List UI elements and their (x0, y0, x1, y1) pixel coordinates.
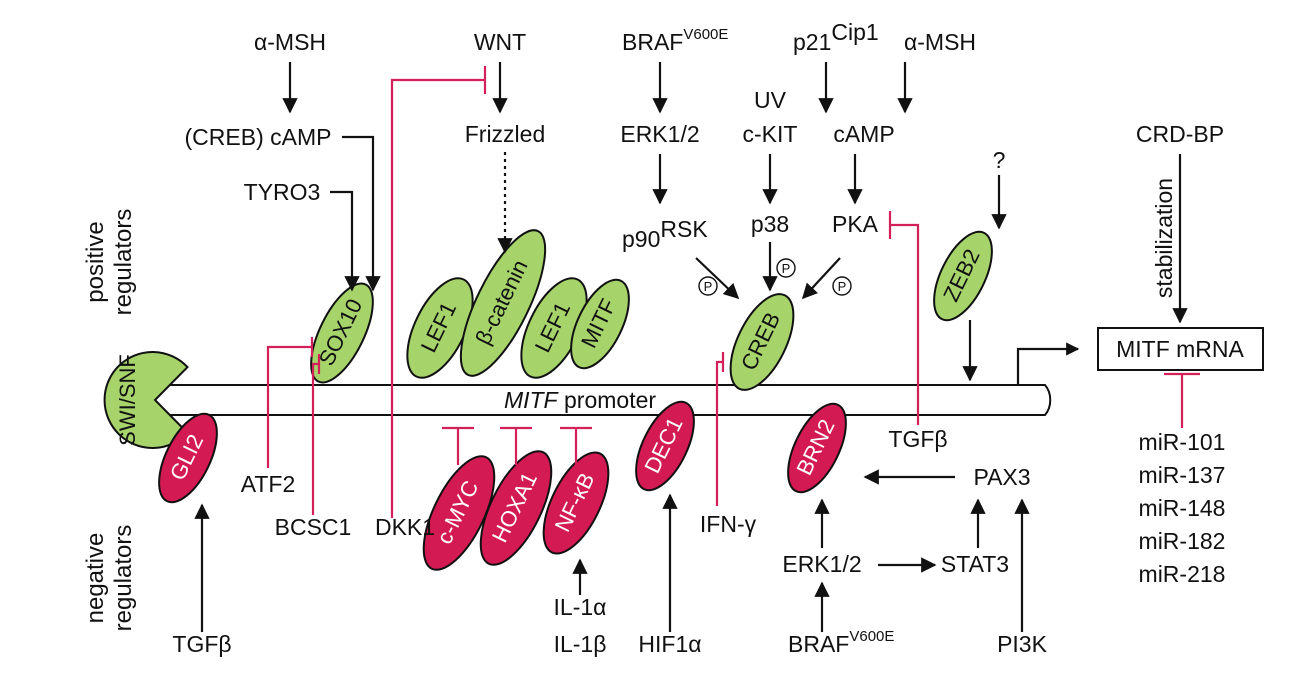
inhibit-nfkb-promoter (560, 426, 592, 465)
swi-snf-complex: SWI/SNF (103, 351, 189, 449)
negative-regulators-label-2: regulators (110, 525, 137, 632)
erk12-bottom-label: ERK1/2 (782, 551, 861, 577)
svg-text:P: P (782, 261, 791, 276)
inhibit-bcsc1-sox10 (311, 354, 321, 515)
erk12-top-label: ERK1/2 (620, 121, 699, 147)
tyro3-label: TYRO3 (244, 179, 321, 205)
p90rsk-label: p90RSK (622, 216, 708, 252)
il-1b-label: IL-1β (554, 631, 607, 657)
alpha-msh-right-label: α-MSH (904, 29, 976, 55)
lef1-ellipse-b: LEF1 (520, 277, 588, 379)
inhibit-atf2-sox10 (266, 337, 314, 468)
positive-regulators-label-2: regulators (110, 209, 137, 316)
inhibit-cmyc-promoter (442, 426, 474, 465)
positive-regulators-label: positive (82, 221, 109, 302)
mitf-mrna-box (1097, 327, 1264, 371)
nf-kb-ellipse: NF-κB (542, 451, 610, 555)
braf-v600e-top-label: BRAFV600E (622, 26, 728, 55)
stabilization-label: stabilization (1151, 178, 1177, 298)
svg-text:P: P (838, 279, 847, 294)
c-myc-ellipse: c-MYC (422, 455, 496, 571)
crd-bp-label: CRD-BP (1136, 121, 1224, 147)
creb-ellipse: CREB (729, 293, 795, 391)
inhibit-dkk1-wnt (390, 66, 487, 518)
mirna-list: miR-101 miR-137 miR-148 miR-182 miR-218 (1139, 429, 1226, 587)
inhibit-tgfb-pka (888, 211, 920, 425)
arrow-p90rsk-creb (695, 257, 740, 300)
braf-v600e-bottom-label: BRAFV600E (788, 628, 894, 657)
activation-arrows (194, 62, 1188, 632)
mirna-item: miR-101 (1139, 429, 1226, 455)
alpha-msh-left-label: α-MSH (254, 29, 326, 55)
mitf-ellipse: MITF (570, 278, 630, 370)
bcsc1-label: BCSC1 (275, 514, 352, 540)
inhibit-ifng-creb (715, 352, 725, 506)
swi-snf-label: SWI/SNF (115, 354, 140, 446)
svg-text:P: P (704, 279, 713, 294)
c-kit-label: c-KIT (743, 121, 798, 147)
inhibit-mirna-mrna (1164, 372, 1200, 428)
arrow-pka-creb (801, 257, 841, 300)
mirna-item: miR-182 (1139, 528, 1226, 554)
stat3-label: STAT3 (941, 551, 1009, 577)
arrow-tyro3-sox10 (330, 190, 360, 292)
tgfb-left-label: TGFβ (172, 631, 231, 657)
p38-label: p38 (751, 211, 789, 237)
tgfb-right-label: TGFβ (888, 426, 947, 452)
mirna-item: miR-148 (1139, 495, 1226, 521)
pax3-label: PAX3 (973, 464, 1030, 490)
phospho-pka: P (832, 276, 852, 296)
mitf-mrna-label: MITF mRNA (1116, 336, 1244, 362)
transcription-start-arrow (1016, 342, 1080, 385)
pka-label: PKA (832, 211, 879, 237)
gli2-ellipse: GLI2 (158, 412, 218, 504)
pi3k-label: PI3K (997, 631, 1048, 657)
mitf-promoter-bar: MITF promoter (145, 384, 1052, 416)
frizzled-label: Frizzled (465, 121, 546, 147)
phospho-p38: P (776, 258, 796, 278)
phospho-p90rsk: P (698, 276, 718, 296)
zeb2-ellipse: ZEB2 (933, 230, 993, 322)
p21-cip1-label: p21Cip1 (793, 19, 879, 55)
il-1a-label: IL-1α (554, 594, 607, 620)
mirna-item: miR-137 (1139, 462, 1226, 488)
uv-label: UV (754, 87, 787, 113)
camp-right-label: cAMP (833, 121, 894, 147)
inhibition-lines (266, 66, 1200, 518)
ifn-gamma-label: IFN-γ (700, 511, 757, 537)
wnt-label: WNT (474, 29, 526, 55)
creb-camp-label: (CREB) cAMP (185, 124, 332, 150)
brn2-ellipse: BRN2 (787, 402, 847, 494)
hif1a-label: HIF1α (638, 631, 701, 657)
promoter-label: MITF promoter (504, 387, 656, 413)
negative-regulators-label: negative (82, 533, 109, 624)
question-mark-label: ? (993, 147, 1006, 173)
mirna-item: miR-218 (1139, 561, 1226, 587)
dkk1-label: DKK1 (375, 514, 435, 540)
sox10-ellipse: SOX10 (310, 282, 374, 384)
arrow-camp-sox10 (342, 135, 381, 292)
atf2-label: ATF2 (241, 471, 296, 497)
inhibit-hoxa1-promoter (500, 426, 532, 465)
